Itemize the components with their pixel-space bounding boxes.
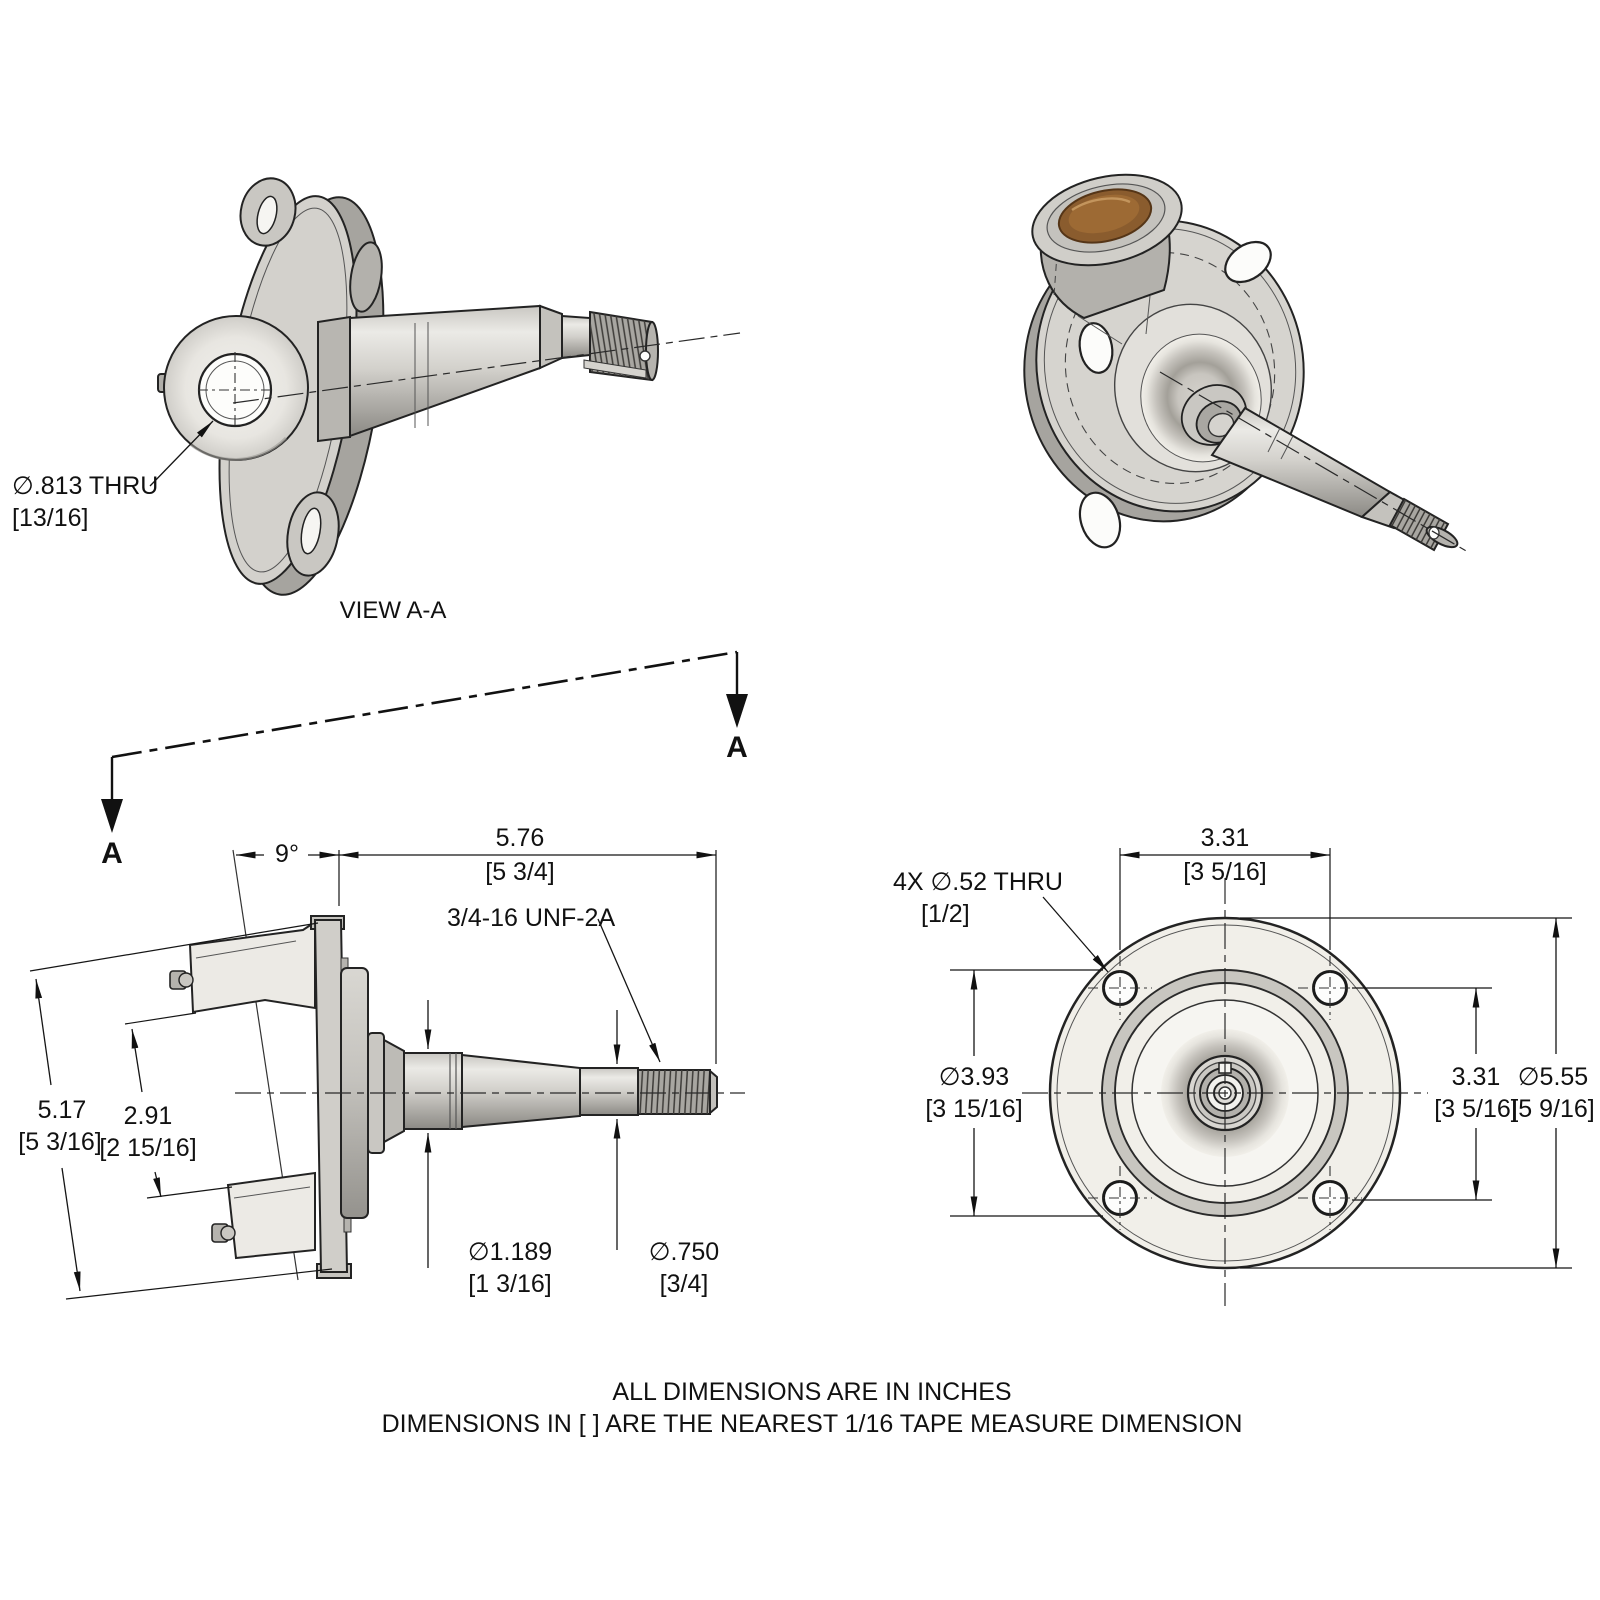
journal-dia-label: ∅1.189 (468, 1238, 552, 1266)
bearing-journal (403, 1052, 463, 1130)
overall-height-label: 5.17 (38, 1096, 87, 1124)
view-a-a-label: VIEW A-A (340, 597, 447, 624)
bolt-spacing-x-tape-label: [3 5/16] (1183, 858, 1266, 886)
section-marker-right: A (726, 731, 748, 764)
spindle-shaft-iso (317, 304, 659, 443)
boss-gap-label: 2.91 (124, 1102, 173, 1130)
iso-right-centerline (1159, 371, 1469, 553)
thread-dia-tape-label: [3/4] (660, 1270, 709, 1298)
flange-dia-tape-label: [5 9/16] (1511, 1095, 1594, 1123)
boss-gap-tape-label: [2 15/16] (99, 1134, 196, 1162)
flange-ears (239, 177, 383, 577)
spindle-length-tape-label: [5 3/4] (485, 858, 555, 886)
spindle-length-label: 5.76 (496, 824, 545, 852)
bore-dia-tape-label: [13/16] (12, 504, 88, 532)
cotter-pin-hole-2 (1428, 526, 1440, 540)
bolt-hole-callout-label: 4X ∅.52 THRU (893, 868, 1063, 896)
bolt-spacing-y-label: 3.31 (1452, 1063, 1501, 1091)
kingpin-angle-label: 9° (275, 840, 299, 868)
kingpin-boss-2 (1031, 173, 1183, 345)
kingpin-boss (157, 315, 309, 462)
iso-left-centerline (232, 332, 741, 404)
note-line2: DIMENSIONS IN [ ] ARE THE NEAREST 1/16 T… (382, 1410, 1243, 1438)
section-arrow-left (101, 799, 123, 833)
iso-view-right (1023, 173, 1469, 553)
hub-dia-label: ∅3.93 (939, 1063, 1009, 1091)
bolt-hole-callout-tape-label: [1/2] (921, 900, 970, 928)
bolt-spacing-x-label: 3.31 (1201, 824, 1250, 852)
section-marker-left: A (101, 837, 123, 870)
cotter-pin-hole (639, 350, 651, 362)
flange-holes (1078, 240, 1272, 549)
front-view-dimensions: 3.31 [3 5/16] 4X ∅.52 THRU [1/2] ∅3.93 [… (893, 824, 1595, 1269)
overall-height-tape-label: [5 3/16] (18, 1128, 101, 1156)
flange-dia-label: ∅5.55 (1518, 1063, 1588, 1091)
section-arrow-right (726, 694, 748, 728)
iso-view-left: ∅.813 THRU [13/16] VIEW A-A (12, 177, 741, 624)
bolt-spacing-y-tape-label: [3 5/16] (1434, 1095, 1517, 1123)
note-line1: ALL DIMENSIONS ARE IN INCHES (612, 1378, 1011, 1406)
bolt-holes (1088, 956, 1362, 1230)
side-view-dimensions: 9° 5.76 [5 3/4] 3/4-16 UNF-2A 5.17 [5 3/… (18, 824, 719, 1300)
section-cut-line: A A (101, 650, 748, 870)
thread-dia-label: ∅.750 (649, 1238, 719, 1266)
side-view: 9° 5.76 [5 3/4] 3/4-16 UNF-2A 5.17 [5 3/… (18, 824, 745, 1300)
lower-bracket (211, 1171, 316, 1260)
front-view: 3.31 [3 5/16] 4X ∅.52 THRU [1/2] ∅3.93 [… (893, 824, 1595, 1306)
hub-dia-tape-label: [3 15/16] (925, 1095, 1022, 1123)
keyway-slot (583, 359, 647, 379)
bore-leader (149, 420, 214, 487)
spindle-shaft-iso-2 (1210, 406, 1459, 552)
upper-bracket (169, 920, 316, 1014)
notes: ALL DIMENSIONS ARE IN INCHES DIMENSIONS … (382, 1378, 1243, 1438)
bore-dia-label: ∅.813 THRU (12, 472, 158, 500)
thread-neck (579, 1067, 639, 1116)
thread-spec-label: 3/4-16 UNF-2A (447, 904, 615, 932)
journal-dia-tape-label: [1 3/16] (468, 1270, 551, 1298)
